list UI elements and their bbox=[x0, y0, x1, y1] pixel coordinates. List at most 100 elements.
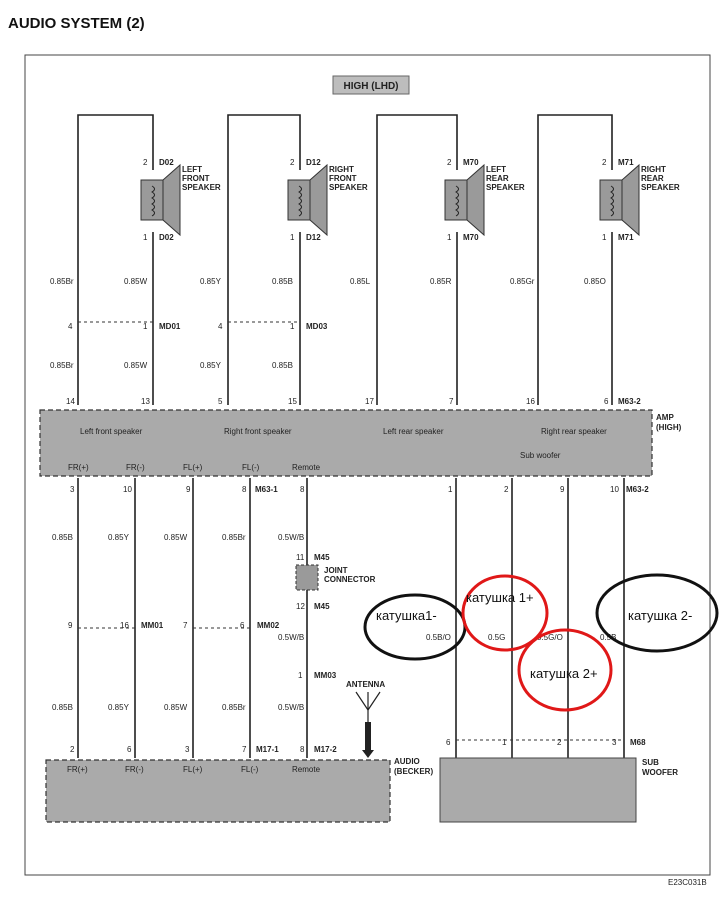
audio-pin: 7 bbox=[242, 745, 247, 754]
wire-label: 0.5W/B bbox=[278, 533, 304, 542]
amp-block bbox=[39, 409, 653, 477]
pin-d02-top: 2 bbox=[143, 158, 148, 167]
m17-2-label: M17-2 bbox=[314, 745, 337, 754]
pin-d12-bottom: 1 bbox=[290, 233, 295, 242]
conn-d02-bottom: D02 bbox=[159, 233, 174, 242]
amp-sub-pin: 2 bbox=[504, 485, 509, 494]
wire-label: 0.85W bbox=[124, 361, 148, 370]
wire-label: 0.85Y bbox=[108, 533, 130, 542]
amp-output-label: Left rear speaker bbox=[383, 427, 444, 436]
wire-label: 0.85W bbox=[124, 277, 148, 286]
antenna-label: ANTENNA bbox=[346, 680, 385, 689]
conn-m70-bottom: M70 bbox=[463, 233, 479, 242]
md03-pin-a: 4 bbox=[218, 322, 223, 331]
wire-label: 0.85L bbox=[350, 277, 371, 286]
wire-label: 0.85W bbox=[164, 533, 188, 542]
pin-m71-bottom: 1 bbox=[602, 233, 607, 242]
amp-pin: 17 bbox=[365, 397, 374, 406]
md01-pin-b: 1 bbox=[143, 322, 148, 331]
mm-pin: 6 bbox=[240, 621, 245, 630]
conn-m70-top: M70 bbox=[463, 158, 479, 167]
audio-pin: 2 bbox=[70, 745, 75, 754]
mm01-label: MM01 bbox=[141, 621, 164, 630]
amp-output-label: Left front speaker bbox=[80, 427, 143, 436]
joint-pin-bottom: 12 bbox=[296, 602, 305, 611]
coil2-minus-label: катушка 2- bbox=[628, 608, 692, 623]
audio-input-label: FR(+) bbox=[67, 765, 88, 774]
amp-input-label: FR(+) bbox=[68, 463, 89, 472]
wire-label: 0.85Br bbox=[50, 277, 74, 286]
pin-m71-top: 2 bbox=[602, 158, 607, 167]
amp-in-pin: 3 bbox=[70, 485, 75, 494]
pin-d12-top: 2 bbox=[290, 158, 295, 167]
amp-input-label: FL(-) bbox=[242, 463, 260, 472]
amp-pin: 14 bbox=[66, 397, 75, 406]
mm-pin: 7 bbox=[183, 621, 188, 630]
amp-sub-pin: 1 bbox=[448, 485, 453, 494]
sub-pin: 6 bbox=[446, 738, 451, 747]
header-label-box bbox=[332, 75, 410, 95]
wire-label: 0.85Br bbox=[222, 703, 246, 712]
coil1-minus-label: катушка1- bbox=[376, 608, 437, 623]
sub-pin: 1 bbox=[502, 738, 507, 747]
amp-sub-pin: 9 bbox=[560, 485, 565, 494]
pin-m70-bottom: 1 bbox=[447, 233, 452, 242]
audio-pin: 3 bbox=[185, 745, 190, 754]
amp-input-label: FL(+) bbox=[183, 463, 203, 472]
conn-d12-bottom: D12 bbox=[306, 233, 321, 242]
wire-right-front-a bbox=[227, 114, 301, 405]
md01-label: MD01 bbox=[159, 322, 181, 331]
md01-pin-a: 4 bbox=[68, 322, 73, 331]
wire-label: 0.5G bbox=[488, 633, 505, 642]
amp-sub-pin: 10 bbox=[610, 485, 619, 494]
right-front-speaker bbox=[287, 163, 328, 237]
md03-label: MD03 bbox=[306, 322, 328, 331]
wire-label: 0.85Y bbox=[108, 703, 130, 712]
conn-d12-top: D12 bbox=[306, 158, 321, 167]
joint-connector bbox=[295, 564, 319, 591]
coil2-minus-circle bbox=[595, 573, 719, 653]
wire-label: 0.85O bbox=[584, 277, 606, 286]
amp-in-pin: 9 bbox=[186, 485, 191, 494]
header-label: HIGH (LHD) bbox=[344, 81, 399, 92]
amp-pin: 5 bbox=[218, 397, 223, 406]
conn-m71-top: M71 bbox=[618, 158, 634, 167]
audio-pin: 8 bbox=[300, 745, 305, 754]
md03-pin-b: 1 bbox=[290, 322, 295, 331]
joint-conn-bottom: M45 bbox=[314, 602, 330, 611]
audio-input-label: FL(+) bbox=[183, 765, 203, 774]
mm03-pin: 1 bbox=[298, 671, 303, 680]
wire-label: 0.85Y bbox=[200, 277, 222, 286]
wire-label: 0.85Gr bbox=[510, 277, 535, 286]
wire-label: 0.85W bbox=[164, 703, 188, 712]
wire-label: 0.85Br bbox=[50, 361, 74, 370]
sub-pin: 2 bbox=[557, 738, 562, 747]
amp-bottom-conn-left: M63-1 bbox=[255, 485, 278, 494]
amp-top-conn: M63-2 bbox=[618, 397, 641, 406]
page-title: AUDIO SYSTEM (2) bbox=[8, 15, 145, 32]
left-front-speaker bbox=[140, 163, 181, 237]
amp-sub-label: Sub woofer bbox=[520, 451, 561, 460]
footer-code: E23C031B bbox=[668, 878, 707, 887]
amp-pin: 6 bbox=[604, 397, 609, 406]
amp-label: AMP(HIGH) bbox=[656, 413, 682, 432]
sub-pin: 3 bbox=[612, 738, 617, 747]
pin-d02-bottom: 1 bbox=[143, 233, 148, 242]
m17-1-label: M17-1 bbox=[256, 745, 279, 754]
right-rear-speaker bbox=[599, 163, 640, 237]
subwoofer-block bbox=[439, 757, 637, 823]
amp-in-pin: 8 bbox=[242, 485, 247, 494]
coil2-plus-circle bbox=[517, 628, 613, 712]
conn-d02-top: D02 bbox=[159, 158, 174, 167]
wire-right-rear-a bbox=[537, 114, 613, 405]
wire-label: 0.5W/B bbox=[278, 703, 304, 712]
amp-in-pin: 10 bbox=[123, 485, 132, 494]
coil1-minus-circle bbox=[363, 593, 467, 661]
coil1-plus-circle bbox=[461, 574, 549, 652]
diagram-frame bbox=[24, 54, 711, 876]
audio-input-label: FL(-) bbox=[241, 765, 259, 774]
amp-input-label: FR(-) bbox=[126, 463, 145, 472]
